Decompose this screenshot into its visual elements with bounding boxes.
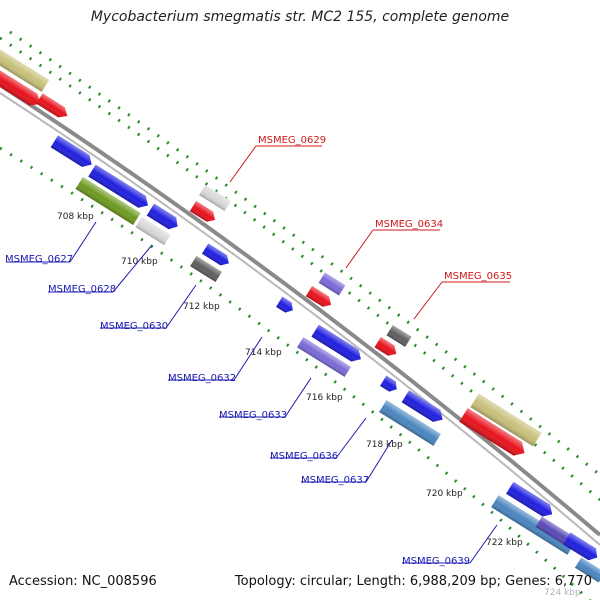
feature-blue-0637[interactable] [401,390,447,425]
accession-text: Accession: NC_008596 [9,574,157,589]
gene-labels-reverse: MSMEG_0629 MSMEG_0634 MSMEG_0635 [258,135,512,282]
feature-blue-0631[interactable] [276,296,296,316]
tick-label: 714 kbp [245,348,282,358]
feature-green-0627[interactable] [75,177,141,225]
leader-line [233,336,263,381]
feature-steelblue-0641[interactable] [574,557,600,583]
feature-blue-0626[interactable] [50,135,96,170]
tick-label: 710 kbp [121,257,158,267]
feature-red-right[interactable] [459,408,529,460]
feature-gray-0635[interactable] [386,325,412,347]
gene-label-msmeg-0632[interactable]: MSMEG_0632 [168,373,236,384]
feature-blue-0628[interactable] [146,203,182,233]
leader-line [335,417,367,459]
features [0,48,600,583]
gene-label-msmeg-0639[interactable]: MSMEG_0639 [402,556,470,567]
leader-line [469,524,498,564]
backbone-outer-line [0,83,600,537]
tick-label: 716 kbp [306,393,343,403]
tick-labels: 708 kbp 710 kbp 712 kbp 714 kbp 716 kbp … [57,212,581,598]
gene-label-msmeg-0630[interactable]: MSMEG_0630 [100,321,168,332]
gene-label-msmeg-0637[interactable]: MSMEG_0637 [301,475,369,486]
tick-label: 708 kbp [57,212,94,222]
backbone-inner-line [0,92,600,546]
leader-line [365,439,393,483]
leader-lines-forward [6,221,498,564]
gene-label-msmeg-0628[interactable]: MSMEG_0628 [48,284,116,295]
leader-line [345,229,374,269]
gene-label-msmeg-0636[interactable]: MSMEG_0636 [270,451,338,462]
gene-labels-forward: MSMEG_0627 MSMEG_0628 MSMEG_0630 MSMEG_0… [5,254,470,567]
feature-red-0634[interactable] [305,286,334,310]
leader-line [413,281,443,320]
feature-blue-0638[interactable] [506,481,556,520]
feature-red-top-left-2[interactable] [36,93,70,121]
feature-red-0629[interactable] [189,201,218,225]
feature-purple-0634[interactable] [318,272,346,296]
dotted-ring-outer-3 [9,30,600,477]
feature-olive-right[interactable] [470,393,542,447]
tick-label: 712 kbp [183,302,220,312]
feature-blue-0630[interactable] [201,243,232,268]
feature-blue-0636[interactable] [380,375,400,395]
feature-red-0635[interactable] [374,337,399,359]
feature-lightgray-0628[interactable] [135,216,171,246]
tick-label: 720 kbp [426,489,463,499]
leader-line [112,244,153,293]
leader-line [284,377,312,418]
feature-olive-top-left[interactable] [0,48,50,92]
gene-label-msmeg-0627[interactable]: MSMEG_0627 [5,254,73,265]
genome-backbone [0,83,600,546]
feature-lightgray-0629[interactable] [199,184,231,212]
feature-blue-0627[interactable] [88,164,151,212]
tick-label: 724 kbp [544,588,581,598]
leader-lines-reverse [229,145,510,320]
feature-gray-0630[interactable] [190,255,222,283]
feature-purple-0633[interactable] [297,337,351,377]
gene-label-msmeg-0633[interactable]: MSMEG_0633 [219,410,287,421]
gene-label-msmeg-0629[interactable]: MSMEG_0629 [258,135,326,146]
map-title: Mycobacterium smegmatis str. MC2 155, co… [90,9,510,25]
feature-blue-0640[interactable] [563,532,600,564]
tick-label: 722 kbp [486,538,523,548]
leader-line [69,221,97,263]
feature-steelblue-0639[interactable] [491,495,575,555]
tick-label: 718 kbp [366,440,403,450]
topology-text: Topology: circular; Length: 6,988,209 bp… [234,574,592,589]
leader-line [165,284,197,329]
gene-label-msmeg-0634[interactable]: MSMEG_0634 [375,219,443,230]
feature-blue-0632[interactable] [311,324,364,365]
feature-red-top-left[interactable] [0,66,44,110]
feature-steelblue-0637[interactable] [379,400,441,446]
leader-line [229,145,257,183]
gene-label-msmeg-0635[interactable]: MSMEG_0635 [444,271,512,282]
